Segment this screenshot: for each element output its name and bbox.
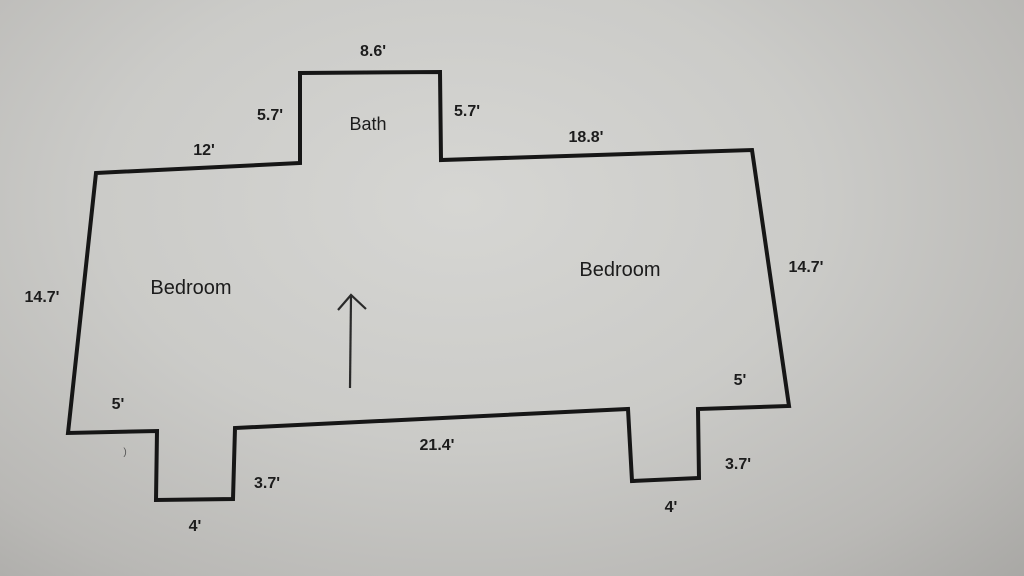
bath-label: Bath [349, 114, 387, 134]
dimension-left-wall: 14.7' [24, 289, 60, 306]
bedroom-right-label: Bedroom [579, 259, 661, 281]
dimension-left-bay-width: 4' [188, 518, 202, 535]
dimension-right-ledge: 5' [733, 372, 747, 389]
dimension-top-right-wall: 18.8' [568, 129, 604, 146]
dimension-top-left-wall: 12' [193, 142, 215, 159]
dimension-right-bay-side: 3.7' [724, 456, 752, 473]
dimension-left-ledge: 5' [111, 396, 125, 413]
dimension-bath-top: 8.6' [359, 43, 387, 60]
dimension-bath-right-wall: 5.7' [453, 103, 481, 120]
bedroom-left-label: Bedroom [150, 277, 232, 299]
north-arrow-icon [337, 293, 367, 389]
floor-plan-outline [65, 69, 792, 503]
dimension-right-wall: 14.7' [788, 259, 824, 276]
dimension-bath-left-wall: 5.7' [256, 107, 284, 124]
dimension-bottom-wall: 21.4' [419, 437, 455, 454]
dimension-left-bay-side: 3.7' [253, 475, 281, 492]
stray-mark: ) [123, 447, 127, 458]
dimension-right-bay-width: 4' [664, 499, 678, 516]
